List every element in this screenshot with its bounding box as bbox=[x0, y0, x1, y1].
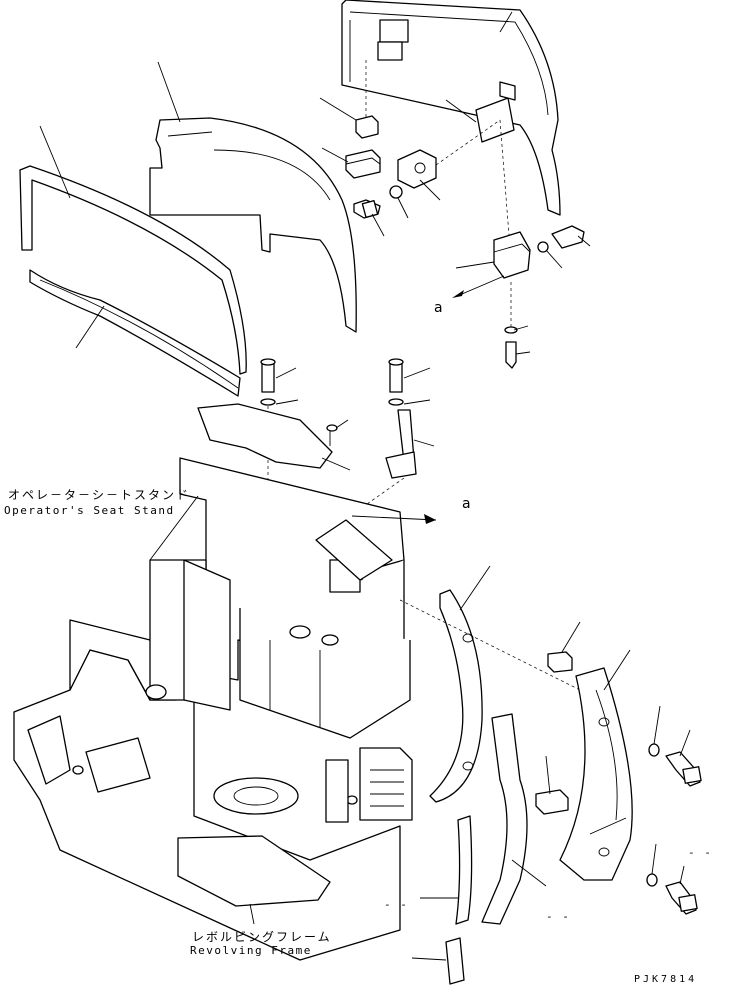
leader-line bbox=[419, 179, 441, 201]
arrow-line bbox=[461, 275, 505, 295]
cushion-block-upper bbox=[547, 651, 573, 673]
reference-a-lower: a bbox=[462, 496, 471, 512]
dash-mark-left: - - bbox=[384, 898, 409, 911]
seat-stand-label-en: Operator's Seat Stand bbox=[4, 504, 175, 517]
leader-line bbox=[603, 649, 631, 691]
leader-line bbox=[321, 147, 349, 163]
arrow-line bbox=[351, 515, 437, 521]
bolt-washer-set bbox=[353, 185, 403, 219]
leader-line bbox=[455, 261, 495, 269]
window-frame bbox=[19, 165, 247, 375]
leader-line bbox=[499, 11, 513, 33]
leader-line bbox=[515, 351, 531, 355]
leader-line bbox=[321, 457, 351, 471]
leader-line bbox=[397, 197, 409, 219]
side-cover-outer bbox=[559, 667, 633, 881]
leader-line bbox=[371, 213, 385, 237]
revolving-frame bbox=[13, 559, 413, 961]
arrow-a-upper bbox=[452, 290, 464, 298]
hinge-bracket bbox=[493, 225, 585, 279]
leader-line bbox=[403, 367, 431, 379]
rubber-block bbox=[345, 149, 381, 179]
rubber-seal bbox=[29, 269, 241, 397]
leader-line bbox=[513, 325, 529, 331]
leader-line bbox=[39, 125, 71, 199]
cushion-block-lower bbox=[535, 789, 569, 815]
bracket-assembly bbox=[397, 97, 515, 249]
arrow-a-lower bbox=[424, 514, 436, 524]
leader-line bbox=[651, 843, 657, 875]
leader-line bbox=[545, 249, 563, 269]
frame-label-jp: レボルビングフレーム bbox=[192, 930, 332, 944]
frame-label-en: Revolving Frame bbox=[190, 944, 312, 957]
bolt-upper-right bbox=[648, 743, 702, 787]
leader-line bbox=[679, 729, 691, 757]
trim-strip-short bbox=[455, 815, 473, 925]
bolt-lower-right bbox=[646, 873, 698, 915]
leader-line bbox=[403, 399, 431, 405]
upper-cover bbox=[341, 0, 561, 216]
leader-line bbox=[275, 399, 299, 405]
leader-line bbox=[511, 859, 547, 887]
leader-line bbox=[335, 419, 349, 429]
leader-line bbox=[157, 61, 181, 123]
leader-line bbox=[445, 99, 477, 123]
leader-line bbox=[459, 565, 491, 611]
small-clip bbox=[445, 937, 465, 985]
leader-line bbox=[561, 621, 581, 653]
reference-a-upper: a bbox=[434, 300, 443, 316]
side-cover-inner bbox=[399, 589, 601, 803]
leader-line bbox=[249, 903, 255, 925]
dash-mark-mid: - - bbox=[546, 910, 571, 923]
leader-line bbox=[545, 755, 551, 795]
leader-line bbox=[319, 97, 357, 121]
leader-line bbox=[413, 439, 435, 447]
bolts-center bbox=[260, 358, 404, 500]
seat-stand bbox=[179, 457, 411, 739]
leader-line bbox=[149, 495, 199, 561]
trim-strip-long bbox=[481, 713, 528, 925]
seat-panel bbox=[149, 117, 357, 333]
leader-line bbox=[653, 705, 661, 745]
dash-mark-right: - - bbox=[688, 846, 713, 859]
small-block bbox=[355, 60, 379, 139]
leader-line bbox=[75, 305, 105, 349]
drawing-code: PJK7814 bbox=[634, 974, 698, 985]
lower-bolt bbox=[504, 282, 518, 369]
mounting-plate bbox=[197, 403, 338, 469]
leader-line bbox=[577, 235, 591, 247]
seat-stand-label-jp: オペレ－タ－シ－トスタンド bbox=[8, 488, 191, 502]
leader-line bbox=[679, 865, 685, 885]
leader-line bbox=[411, 957, 447, 961]
leader-line bbox=[275, 367, 297, 379]
